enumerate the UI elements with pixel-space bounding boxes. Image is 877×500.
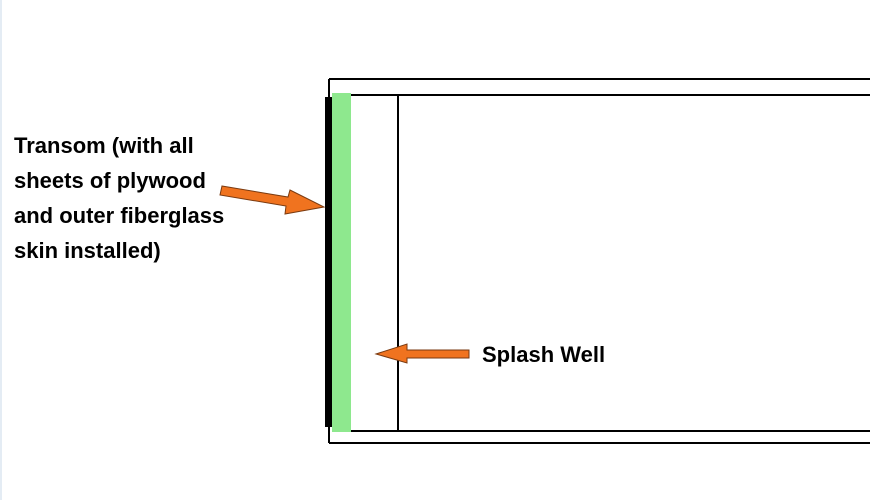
transom-label-line-2: sheets of plywood (14, 168, 206, 193)
splash-well-label: Splash Well (482, 342, 605, 367)
transom-arrow (219, 185, 326, 215)
transom-label-line-4: skin installed) (14, 238, 161, 263)
outer-fiberglass-skin (325, 97, 332, 427)
transom-label: Transom (with all sheets of plywood and … (14, 133, 230, 263)
transom-label-line-3: and outer fiberglass (14, 203, 224, 228)
transom-plywood-core (332, 93, 351, 432)
splash-well-arrow (374, 343, 470, 364)
hull-outline (328, 78, 870, 444)
transom-label-line-1: Transom (with all (14, 133, 194, 158)
